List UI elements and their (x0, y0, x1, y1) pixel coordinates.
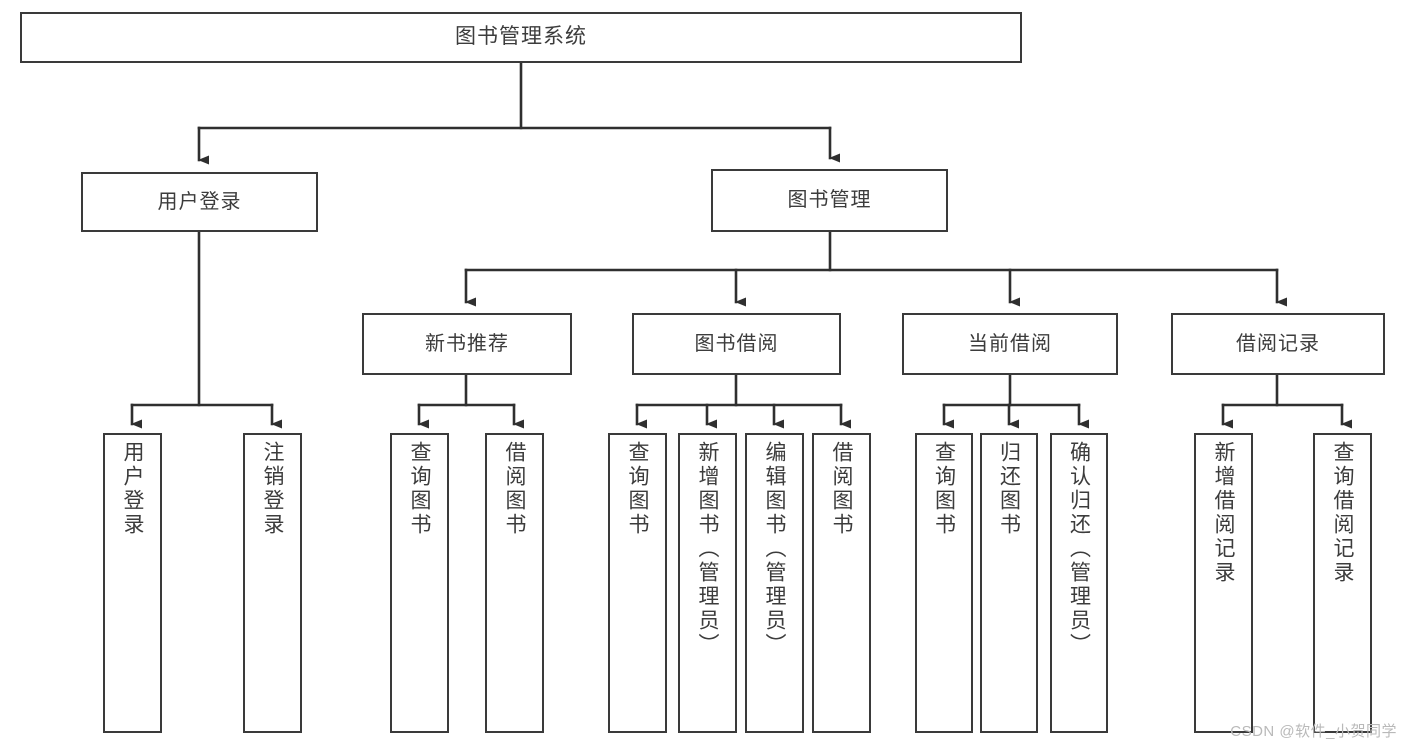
leaf-current-borrow-return-book[interactable]: 归还图书 (980, 433, 1038, 733)
leaf-book-borrow-edit-book-label: 编辑图书（管理员） (763, 441, 786, 657)
node-user-login[interactable]: 用户登录 (81, 172, 318, 232)
leaf-book-borrow-borrow-book[interactable]: 借阅图书 (812, 433, 871, 733)
leaf-book-borrow-add-book-label: 新增图书（管理员） (696, 441, 719, 657)
node-user-login-label: 用户登录 (157, 190, 242, 213)
node-book-management-label: 图书管理 (787, 189, 872, 211)
leaf-new-book-borrow-book[interactable]: 借阅图书 (485, 433, 544, 733)
node-book-borrowing[interactable]: 图书借阅 (632, 313, 841, 375)
leaf-borrow-record-add-record-label: 新增借阅记录 (1212, 441, 1235, 585)
leaf-current-borrow-query-book[interactable]: 查询图书 (915, 433, 973, 733)
node-borrowing-record-label: 借阅记录 (1236, 332, 1320, 355)
node-root-book-management-system[interactable]: 图书管理系统 (20, 12, 1022, 63)
leaf-book-borrow-edit-book[interactable]: 编辑图书（管理员） (745, 433, 804, 733)
leaf-book-borrow-borrow-book-label: 借阅图书 (830, 441, 853, 537)
leaf-user-login-label: 用户登录 (121, 441, 144, 537)
leaf-current-borrow-confirm-return-label: 确认归还（管理员） (1067, 441, 1091, 657)
leaf-book-borrow-query-book[interactable]: 查询图书 (608, 433, 667, 733)
leaf-current-borrow-return-book-label: 归还图书 (997, 441, 1021, 537)
node-book-borrowing-label: 图书借阅 (694, 332, 779, 355)
leaf-borrow-record-query-record[interactable]: 查询借阅记录 (1313, 433, 1372, 733)
leaf-book-borrow-query-book-label: 查询图书 (626, 441, 649, 537)
node-current-borrowing[interactable]: 当前借阅 (902, 313, 1118, 375)
node-new-book-recommendation-label: 新书推荐 (425, 332, 509, 355)
node-borrowing-record[interactable]: 借阅记录 (1171, 313, 1385, 375)
node-book-management[interactable]: 图书管理 (711, 169, 948, 232)
leaf-logout-label: 注销登录 (261, 441, 284, 537)
leaf-borrow-record-add-record[interactable]: 新增借阅记录 (1194, 433, 1253, 733)
watermark-text: CSDN @软件_小贺同学 (1230, 723, 1397, 740)
leaf-new-book-query-book-label: 查询图书 (408, 441, 431, 537)
leaf-new-book-query-book[interactable]: 查询图书 (390, 433, 449, 733)
leaf-borrow-record-query-record-label: 查询借阅记录 (1331, 441, 1354, 585)
node-root-label: 图书管理系统 (455, 25, 587, 49)
node-current-borrowing-label: 当前借阅 (968, 332, 1052, 355)
leaf-new-book-borrow-book-label: 借阅图书 (503, 441, 526, 537)
node-new-book-recommendation[interactable]: 新书推荐 (362, 313, 572, 375)
leaf-book-borrow-add-book[interactable]: 新增图书（管理员） (678, 433, 737, 733)
leaf-current-borrow-query-book-label: 查询图书 (932, 441, 956, 537)
leaf-user-login[interactable]: 用户登录 (103, 433, 162, 733)
leaf-current-borrow-confirm-return[interactable]: 确认归还（管理员） (1050, 433, 1108, 733)
leaf-logout[interactable]: 注销登录 (243, 433, 302, 733)
